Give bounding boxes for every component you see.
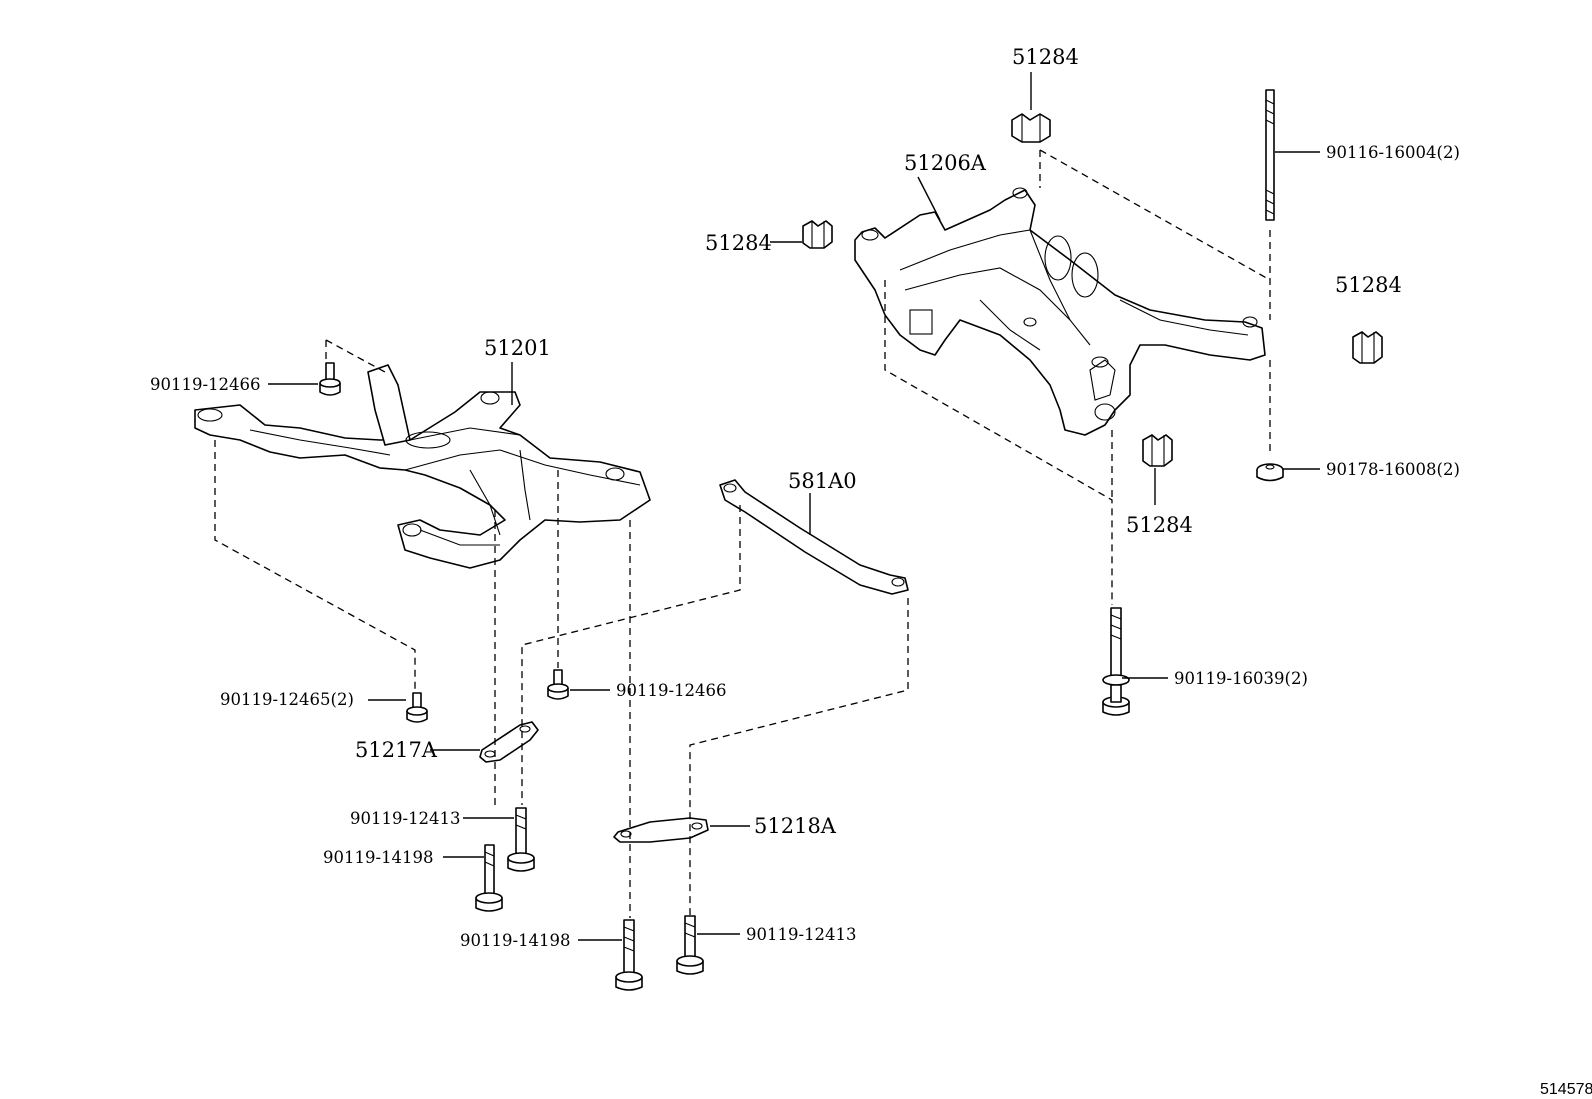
label-rear-crossmember: 51206A — [904, 151, 987, 175]
bolt-14198-left-part — [475, 844, 503, 912]
nut-part — [1256, 463, 1284, 482]
stopper-top-part — [1011, 113, 1051, 143]
label-stopper-bottom: 51284 — [1126, 513, 1193, 537]
label-brace-left: 51217A — [355, 738, 438, 762]
label-front-bolt-mid: 90119-12466 — [616, 681, 727, 700]
front-bolt-left-part — [406, 692, 428, 723]
bolt-14198-bottom-part — [615, 919, 643, 991]
label-rear-bolt: 90119-16039(2) — [1174, 669, 1308, 688]
callout-labels: 90119-12466 51201 90119-12465(2) 90119-1… — [150, 45, 1592, 1098]
label-bolt-12413-left: 90119-12413 — [350, 809, 461, 828]
brace-left-part — [479, 721, 539, 763]
assembly-lines — [214, 149, 1271, 918]
diagram-code: 514578 — [1540, 1081, 1592, 1098]
label-bolt-14198-left: 90119-14198 — [323, 848, 434, 867]
stopper-right-part — [1352, 331, 1383, 364]
label-front-crossmember: 51201 — [484, 336, 551, 360]
stabilizer-brace-part — [719, 479, 909, 595]
label-nut: 90178-16008(2) — [1326, 460, 1460, 479]
bolt-12413-left-part — [507, 807, 535, 872]
bolt-12413-bottom-part — [676, 915, 704, 975]
label-bolt-14198-bottom: 90119-14198 — [460, 931, 571, 950]
label-front-bolt-left: 90119-12465(2) — [220, 690, 354, 709]
label-bolt-12413-bottom: 90119-12413 — [746, 925, 857, 944]
front-bolt-mid-part — [547, 669, 569, 700]
label-stud-bolt: 90116-16004(2) — [1326, 143, 1460, 162]
label-stopper-top: 51284 — [1012, 45, 1079, 69]
front-bolt-top-part — [319, 362, 341, 396]
stopper-left-part — [802, 220, 833, 249]
brace-right-part — [613, 817, 709, 843]
front-crossmember-part — [194, 364, 651, 569]
rear-crossmember-part — [854, 187, 1266, 436]
leader-lines — [268, 72, 1320, 941]
label-stopper-left: 51284 — [705, 231, 772, 255]
rear-bolt-part — [1102, 607, 1130, 716]
label-brace-right: 51218A — [754, 814, 837, 838]
label-stabilizer-brace: 581A0 — [788, 469, 857, 493]
stud-bolt-part — [1265, 89, 1275, 221]
stopper-bottom-part — [1142, 434, 1173, 467]
label-stopper-right: 51284 — [1335, 273, 1402, 297]
label-front-bolt-top: 90119-12466 — [150, 375, 261, 394]
